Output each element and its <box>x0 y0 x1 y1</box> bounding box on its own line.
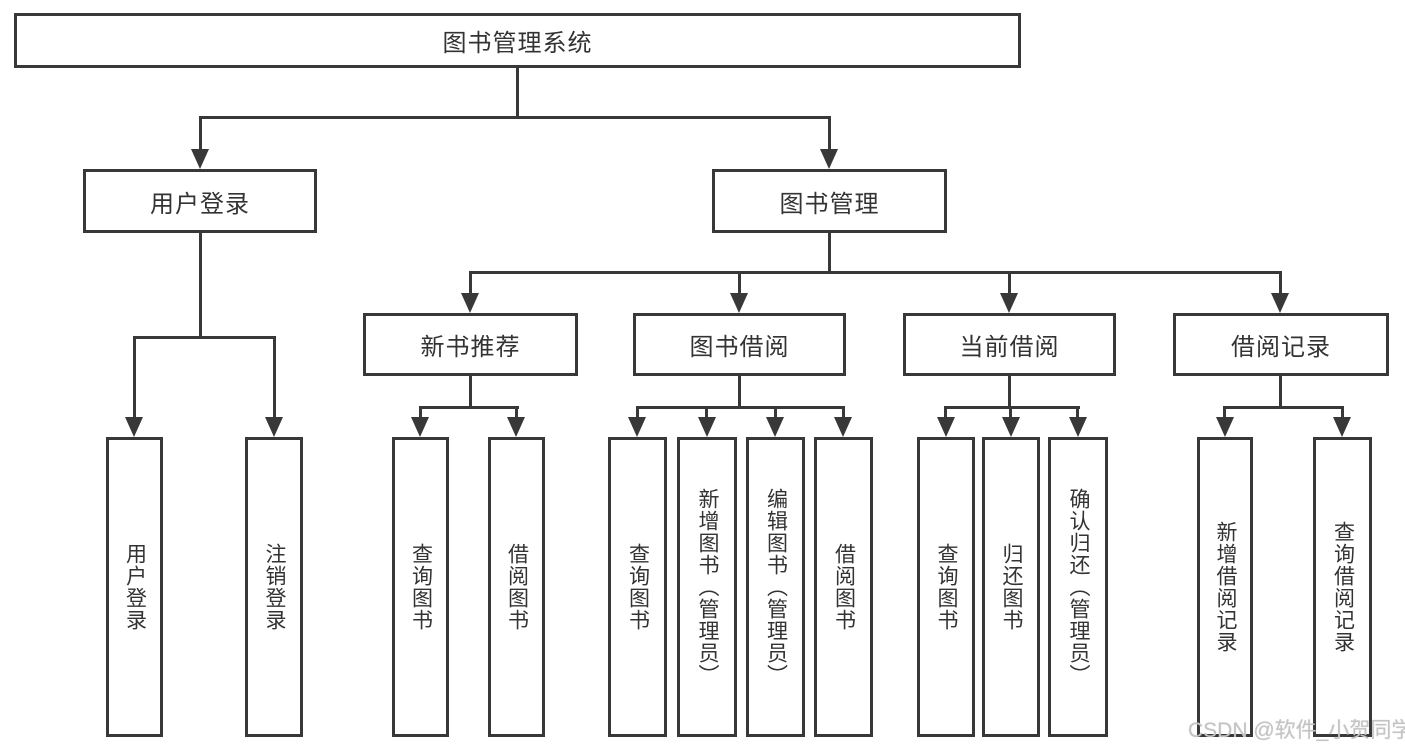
leaf-borrow-books-recommend: 借阅图书 <box>488 437 545 737</box>
connector-line <box>273 336 276 420</box>
connector-line <box>1223 406 1226 422</box>
connector-line <box>419 406 422 422</box>
arrowhead-icon <box>1333 417 1351 437</box>
connector-line <box>515 406 518 422</box>
node-book-management: 图书管理 <box>712 169 947 233</box>
connector-line <box>842 406 845 422</box>
connector-line <box>738 271 741 297</box>
node-label: 归还图书 <box>1000 543 1023 631</box>
connector-line <box>419 406 519 409</box>
node-label: 查询图书 <box>935 543 958 631</box>
connector-line <box>636 406 639 422</box>
connector-line <box>133 336 136 420</box>
leaf-confirm-return-admin: 确认归还（管理员） <box>1048 437 1108 737</box>
connector-line <box>133 336 276 339</box>
connector-line <box>944 406 1080 409</box>
connector-line <box>516 68 519 118</box>
leaf-return-books: 归还图书 <box>982 437 1040 737</box>
node-current-borrow: 当前借阅 <box>903 313 1116 376</box>
leaf-add-borrow-record: 新增借阅记录 <box>1197 437 1253 737</box>
arrowhead-icon <box>1271 293 1289 313</box>
leaf-edit-books-admin: 编辑图书（管理员） <box>746 437 805 737</box>
connector-line <box>1009 406 1012 422</box>
arrowhead-icon <box>1000 293 1018 313</box>
connector-line <box>705 406 708 422</box>
csdn-watermark: CSDN @软件_小贺同学 <box>1188 719 1405 742</box>
arrowhead-icon <box>766 417 784 437</box>
node-label: 查询图书 <box>626 543 650 631</box>
leaf-borrow-books: 借阅图书 <box>814 437 873 737</box>
connector-line <box>828 233 831 273</box>
arrowhead-icon <box>834 417 852 437</box>
node-new-book-recommend: 新书推荐 <box>363 313 578 376</box>
arrowhead-icon <box>411 417 429 437</box>
connector-line <box>944 406 947 422</box>
arrowhead-icon <box>191 149 209 169</box>
node-label: 用户登录 <box>123 543 147 631</box>
arrowhead-icon <box>730 293 748 313</box>
node-label: 编辑图书（管理员） <box>764 488 788 686</box>
arrowhead-icon <box>628 417 646 437</box>
node-label: 新书推荐 <box>420 334 521 361</box>
connector-line <box>199 233 202 338</box>
connector-line <box>1279 376 1282 409</box>
connector-line <box>199 116 831 119</box>
node-book-borrow: 图书借阅 <box>633 313 846 376</box>
connector-line <box>738 376 741 409</box>
leaf-add-books-admin: 新增图书（管理员） <box>677 437 737 737</box>
arrowhead-icon <box>698 417 716 437</box>
node-label: 借阅图书 <box>832 543 856 631</box>
connector-line <box>1279 271 1282 297</box>
node-root: 图书管理系统 <box>14 13 1021 68</box>
node-label: 注销登录 <box>263 543 286 631</box>
arrowhead-icon <box>937 417 955 437</box>
connector-line <box>1223 406 1344 409</box>
leaf-user-login: 用户登录 <box>106 437 163 737</box>
leaf-query-borrow-record: 查询借阅记录 <box>1313 437 1372 737</box>
node-label: 图书管理 <box>779 190 880 218</box>
arrowhead-icon <box>125 417 143 437</box>
node-label: 借阅图书 <box>505 543 529 631</box>
arrowhead-icon <box>461 293 479 313</box>
arrowhead-icon <box>820 149 838 169</box>
leaf-logout: 注销登录 <box>245 437 303 737</box>
node-label: 新增图书（管理员） <box>696 488 719 686</box>
node-label: 确认归还（管理员） <box>1067 488 1090 686</box>
node-label: 查询借阅记录 <box>1331 521 1355 653</box>
connector-line <box>1008 376 1011 409</box>
node-label: 用户登录 <box>150 190 250 218</box>
arrowhead-icon <box>265 417 283 437</box>
connector-line <box>469 376 472 409</box>
connector-line <box>469 271 472 297</box>
connector-line <box>774 406 777 422</box>
arrowhead-icon <box>1002 417 1020 437</box>
node-label: 图书借阅 <box>689 334 790 361</box>
connector-line <box>636 406 845 409</box>
connector-line <box>828 116 831 151</box>
node-label: 新增借阅记录 <box>1214 521 1237 653</box>
connector-line <box>199 116 202 151</box>
node-borrow-records: 借阅记录 <box>1173 313 1389 376</box>
arrowhead-icon <box>1216 417 1234 437</box>
connector-line <box>1008 271 1011 297</box>
node-label: 查询图书 <box>409 543 433 631</box>
arrowhead-icon <box>1069 417 1087 437</box>
leaf-query-books-current: 查询图书 <box>917 437 975 737</box>
node-label: 当前借阅 <box>959 334 1060 361</box>
node-label: 图书管理系统 <box>442 30 593 57</box>
connector-line <box>469 271 1282 274</box>
connector-line <box>1341 406 1344 422</box>
connector-line <box>1076 406 1079 422</box>
leaf-query-books-recommend: 查询图书 <box>392 437 449 737</box>
leaf-query-books-borrow: 查询图书 <box>608 437 667 737</box>
node-user-login: 用户登录 <box>83 169 317 233</box>
arrowhead-icon <box>507 417 525 437</box>
node-label: 借阅记录 <box>1231 334 1331 361</box>
